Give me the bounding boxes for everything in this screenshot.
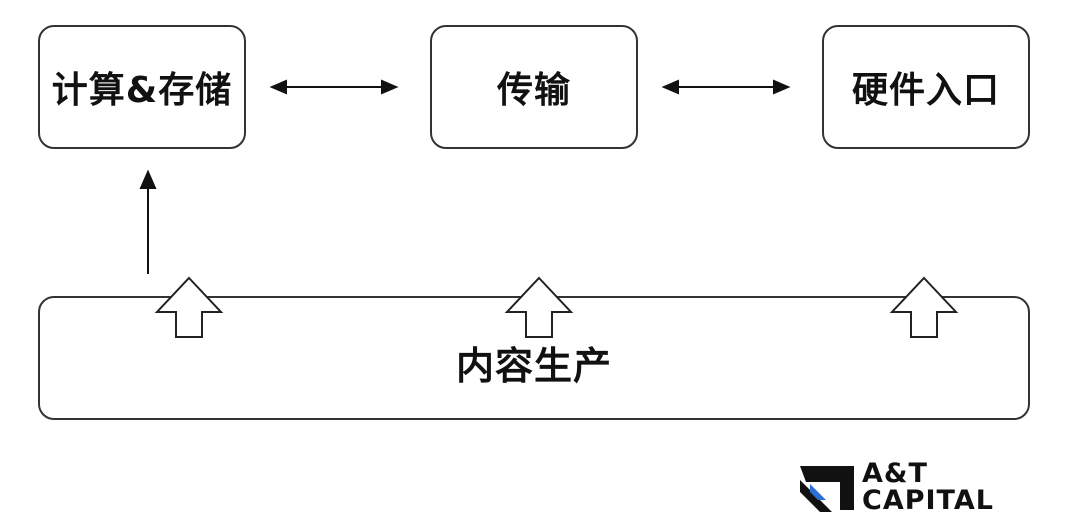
node-hardware-entry: 硬件入口 bbox=[822, 25, 1030, 149]
node-hardware-entry-label: 硬件入口 bbox=[851, 70, 1000, 111]
block-arrow-up-icon bbox=[154, 276, 224, 338]
logo-mark-icon bbox=[800, 466, 854, 512]
block-arrow-up-icon bbox=[504, 276, 574, 338]
node-transmission-label: 传输 bbox=[496, 70, 571, 111]
logo: A&T CAPITAL bbox=[796, 460, 1026, 516]
arrow-up-to-compute bbox=[139, 169, 157, 274]
node-compute-storage-label: 计算&存储 bbox=[51, 70, 233, 111]
node-content-production-label: 内容生产 bbox=[455, 343, 612, 388]
node-transmission: 传输 bbox=[430, 25, 638, 149]
block-arrow-up-icon bbox=[889, 276, 959, 338]
logo-line1: A&T bbox=[862, 458, 928, 489]
logo-line2: CAPITAL bbox=[862, 485, 994, 516]
arrow-transmission-hardware bbox=[661, 79, 791, 95]
arrow-compute-transmission bbox=[269, 79, 399, 95]
node-compute-storage: 计算&存储 bbox=[38, 25, 246, 149]
